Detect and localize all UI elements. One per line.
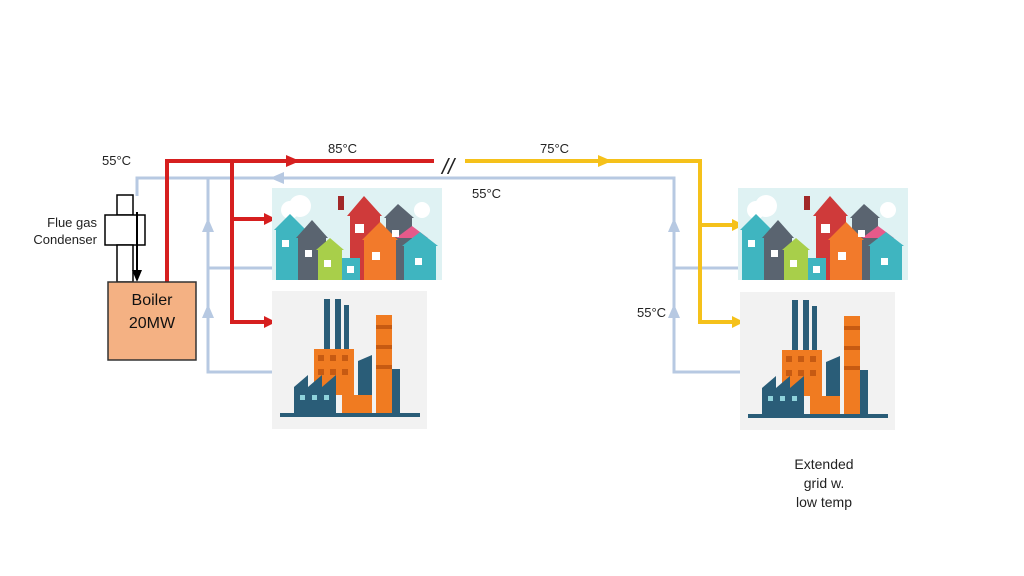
houses-icon [738,188,908,280]
condenser-stack-top [116,194,134,216]
return-arrow-up-left-1 [202,218,214,232]
hot-supply-temp-label: 85°C [328,141,357,156]
warm-supply-pipes [465,159,734,324]
return-arrow-up-left-2 [202,304,214,318]
return-line-boiler [135,176,437,196]
condenser-body [104,214,146,246]
hot-supply-pipes [165,159,434,324]
condenser-stack-bottom [116,244,134,283]
extended-grid-label-line2: grid w. [804,475,844,491]
hot-arrow-main [286,155,300,167]
return-temp-label-right: 55°C [637,305,666,320]
hot-supply-branch-houses [230,161,266,324]
warm-supply-temp-label: 75°C [540,141,569,156]
return-pipes [135,176,740,374]
flue-gas-flow-arrow [132,270,142,282]
flue-gas-condenser [104,194,146,283]
return-temp-label-left: 55°C [102,153,131,168]
boiler-label-line2: 20MW [129,315,176,332]
factory-icon [272,291,427,429]
warm-supply-main [465,159,734,324]
return-arrow-head-main [270,172,284,184]
extended-grid-label-line1: Extended [794,456,853,472]
houses-icon [272,188,442,280]
condenser-label-line1: Flue gas [47,215,97,230]
warm-arrow-main [598,155,612,167]
return-temp-label-mid: 55°C [472,186,501,201]
condenser-label-line2: Condenser [33,232,97,247]
boiler [107,281,197,361]
break-marker: // [440,154,456,179]
return-loop-left [206,178,272,374]
boiler-label-line1: Boiler [132,292,174,309]
return-arrow-up-right-2 [668,304,680,318]
warm-arrow-factory [732,316,744,328]
extended-grid-label-line3: low temp [796,494,852,510]
hot-arrow-houses [264,213,276,225]
boiler-box [107,281,197,361]
hot-arrow-factory [264,316,276,328]
return-main-right [437,176,740,374]
return-arrow-up-right-1 [668,218,680,232]
hot-supply-main [165,159,434,282]
factory-icon [740,292,895,430]
